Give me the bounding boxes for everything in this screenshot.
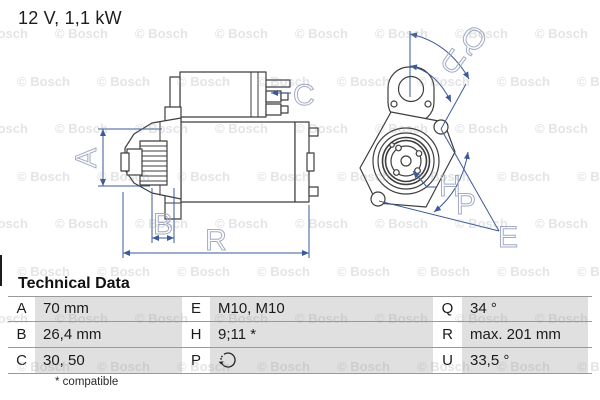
value-cell-p xyxy=(210,351,433,369)
rotation-direction-icon xyxy=(218,352,236,368)
table-rule xyxy=(8,321,592,322)
dim-label-a: A xyxy=(70,148,103,168)
dim-label-h: H xyxy=(439,170,461,203)
value-cell-r: max. 201 mm xyxy=(470,325,561,343)
dim-label-e: E xyxy=(498,221,518,254)
dim-label-b: B xyxy=(153,208,173,241)
value-cell-b: 26,4 mm xyxy=(43,325,102,343)
dim-label-r: R xyxy=(205,224,227,257)
compatibility-footnote: * compatible xyxy=(55,376,119,388)
key-cell-e: E xyxy=(190,300,201,317)
technical-data-table: A 70 mm E M10, M10 Q 34 ° B 26,4 mm H 9;… xyxy=(8,296,588,373)
value-column-stripe xyxy=(35,296,182,373)
value-cell-h: 9;11 * xyxy=(218,325,257,343)
side-view-dimensions: A B R C xyxy=(70,79,315,258)
left-edge-mark xyxy=(0,255,2,286)
technical-data-heading: Technical Data xyxy=(18,275,130,292)
value-cell-a: 70 mm xyxy=(43,300,89,317)
page-title: 12 V, 1,1 kW xyxy=(18,8,122,28)
side-view xyxy=(120,71,319,220)
table-rule xyxy=(8,373,592,374)
key-cell-p: P xyxy=(190,351,201,369)
value-cell-c: 30, 50 xyxy=(43,351,85,369)
dim-label-c: C xyxy=(293,79,315,112)
key-cell-r: R xyxy=(442,325,453,343)
key-cell-q: Q xyxy=(441,300,454,317)
value-cell-q: 34 ° xyxy=(470,300,497,317)
key-cell-b: B xyxy=(16,325,27,343)
value-cell-e: M10, M10 xyxy=(218,300,285,317)
value-column-stripe xyxy=(462,296,588,373)
key-cell-u: U xyxy=(442,351,453,369)
value-cell-u: 33,5 ° xyxy=(470,351,510,369)
value-column-stripe xyxy=(210,296,433,373)
key-cell-c: C xyxy=(16,351,27,369)
key-cell-a: A xyxy=(16,300,27,317)
table-rule xyxy=(8,347,592,348)
table-rule xyxy=(8,296,592,297)
key-cell-h: H xyxy=(190,325,202,343)
dim-label-p: P xyxy=(456,188,476,221)
